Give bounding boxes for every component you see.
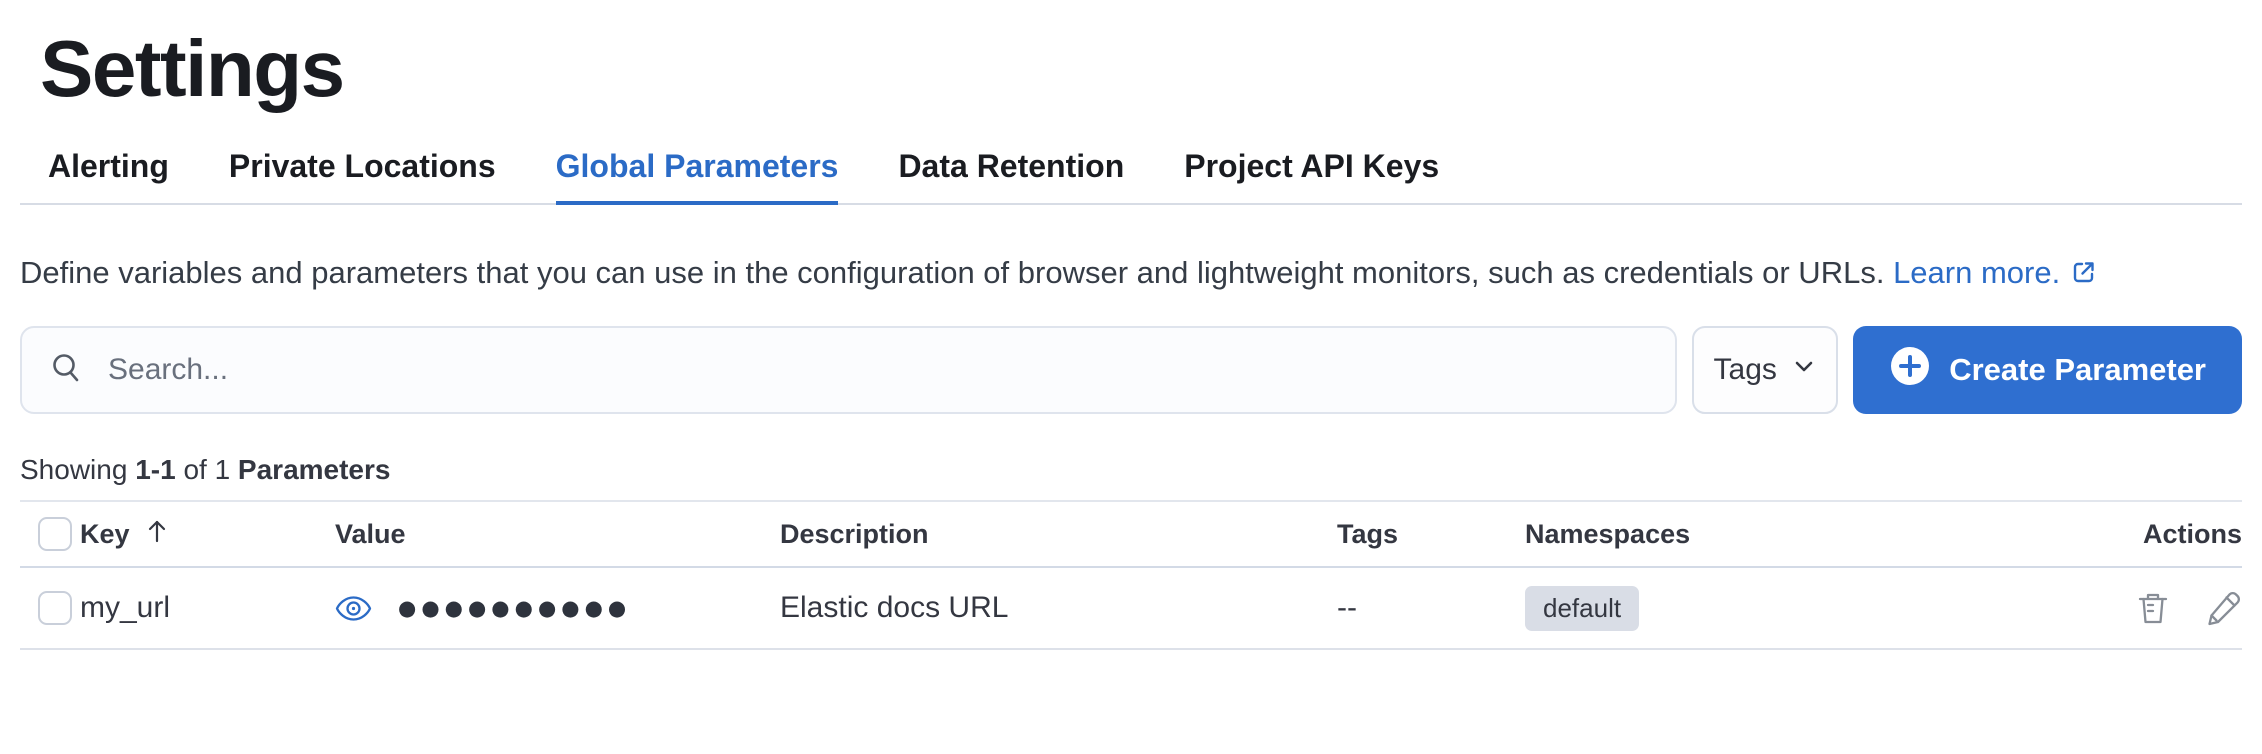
results-entity: Parameters [237,454,391,486]
column-header-tags: Tags [1337,518,1399,549]
delete-trash-icon[interactable] [2136,590,2170,626]
search-icon [48,350,84,391]
page-description: Define variables and parameters that you… [20,249,2242,300]
tab-alerting[interactable]: Alerting [48,148,169,185]
tags-filter-button[interactable]: Tags [1692,326,1839,415]
parameter-value-cell: ●●●●●●●●●● [335,595,780,622]
parameter-tags: -- [1337,591,1357,625]
external-link-icon [2070,252,2097,300]
edit-pencil-icon[interactable] [2206,590,2242,626]
tab-project-api-keys[interactable]: Project API Keys [1184,148,1440,185]
row-checkbox[interactable] [38,591,72,626]
column-header-namespaces: Namespaces [1525,518,1691,549]
page-title: Settings [40,24,345,113]
settings-tabs: Alerting Private Locations Global Parame… [20,148,2242,206]
tab-global-parameters[interactable]: Global Parameters [555,148,839,206]
masked-value: ●●●●●●●●●● [398,596,632,621]
plus-in-circle-icon [1889,345,1931,395]
row-actions [2136,590,2242,626]
column-header-value: Value [335,518,406,549]
search-box[interactable] [20,326,1678,415]
parameters-toolbar: Tags Create Parameter [20,326,2242,415]
create-parameter-button[interactable]: Create Parameter [1853,326,2242,415]
parameters-table: Key Value Description Tags Namespaces Ac… [20,500,2242,651]
search-input[interactable] [108,353,1650,388]
chevron-down-icon [1791,353,1817,387]
table-header-row: Key Value Description Tags Namespaces Ac… [20,502,2242,569]
description-text: Define variables and parameters that you… [20,255,1885,291]
parameter-key: my_url [80,591,171,625]
tab-data-retention[interactable]: Data Retention [898,148,1125,185]
column-header-description: Description [780,518,929,549]
tab-private-locations[interactable]: Private Locations [228,148,496,185]
column-header-actions: Actions [2142,518,2242,549]
parameter-description: Elastic docs URL [780,591,1009,625]
sort-ascending-icon [142,516,172,553]
learn-more-link[interactable]: Learn more. [1893,255,2097,290]
select-all-checkbox[interactable] [38,517,72,552]
column-header-key[interactable]: Key [80,516,335,553]
namespace-badge: default [1525,585,1640,631]
results-range: 1-1 [135,454,176,486]
table-row: my_url ●●●●●●●●●● Elastic docs URL -- de… [20,568,2242,651]
results-summary: Showing 1-1 of 1 Parameters [20,454,391,486]
settings-page: Settings Alerting Private Locations Glob… [20,24,2242,651]
reveal-value-eye-icon[interactable] [335,595,372,622]
